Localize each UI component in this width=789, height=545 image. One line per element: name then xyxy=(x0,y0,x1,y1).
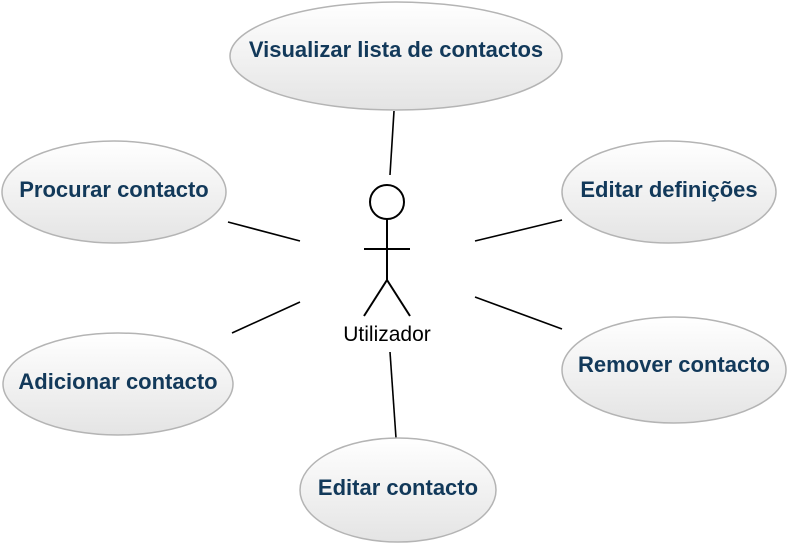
use-case-visualizar[interactable]: Visualizar lista de contactos xyxy=(229,1,563,111)
actor-right-leg xyxy=(386,279,411,317)
use-case-procurar[interactable]: Procurar contacto xyxy=(1,140,227,244)
use-case-ellipse xyxy=(561,316,787,424)
use-case-label: Visualizar lista de contactos xyxy=(249,37,543,62)
association-adicionar xyxy=(231,301,301,334)
use-case-label: Editar contacto xyxy=(318,475,478,500)
stick-figure-icon xyxy=(363,184,411,317)
association-remover xyxy=(474,296,563,330)
use-case-label: Adicionar contacto xyxy=(18,369,217,394)
actor-head xyxy=(369,184,405,220)
association-procurar xyxy=(227,221,301,242)
association-editar-contacto xyxy=(389,351,397,439)
use-case-ellipse xyxy=(2,332,234,436)
use-case-adicionar[interactable]: Adicionar contacto xyxy=(2,332,234,436)
use-case-label: Remover contacto xyxy=(578,352,770,377)
use-case-label: Editar definições xyxy=(580,177,757,202)
use-case-editar-contacto[interactable]: Editar contacto xyxy=(299,437,497,543)
association-visualizar xyxy=(389,110,395,176)
use-case-ellipse xyxy=(229,1,563,111)
use-case-ellipse xyxy=(561,140,777,244)
use-case-remover[interactable]: Remover contacto xyxy=(561,316,787,424)
actor[interactable]: Utilizador xyxy=(343,184,431,346)
use-case-editar-definicoes[interactable]: Editar definições xyxy=(561,140,777,244)
use-case-label: Procurar contacto xyxy=(19,177,209,202)
use-case-ellipse xyxy=(1,140,227,244)
use-case-ellipse xyxy=(299,437,497,543)
actor-label: Utilizador xyxy=(343,323,431,346)
association-editar-definicoes xyxy=(474,219,563,242)
actor-left-leg xyxy=(363,279,388,317)
